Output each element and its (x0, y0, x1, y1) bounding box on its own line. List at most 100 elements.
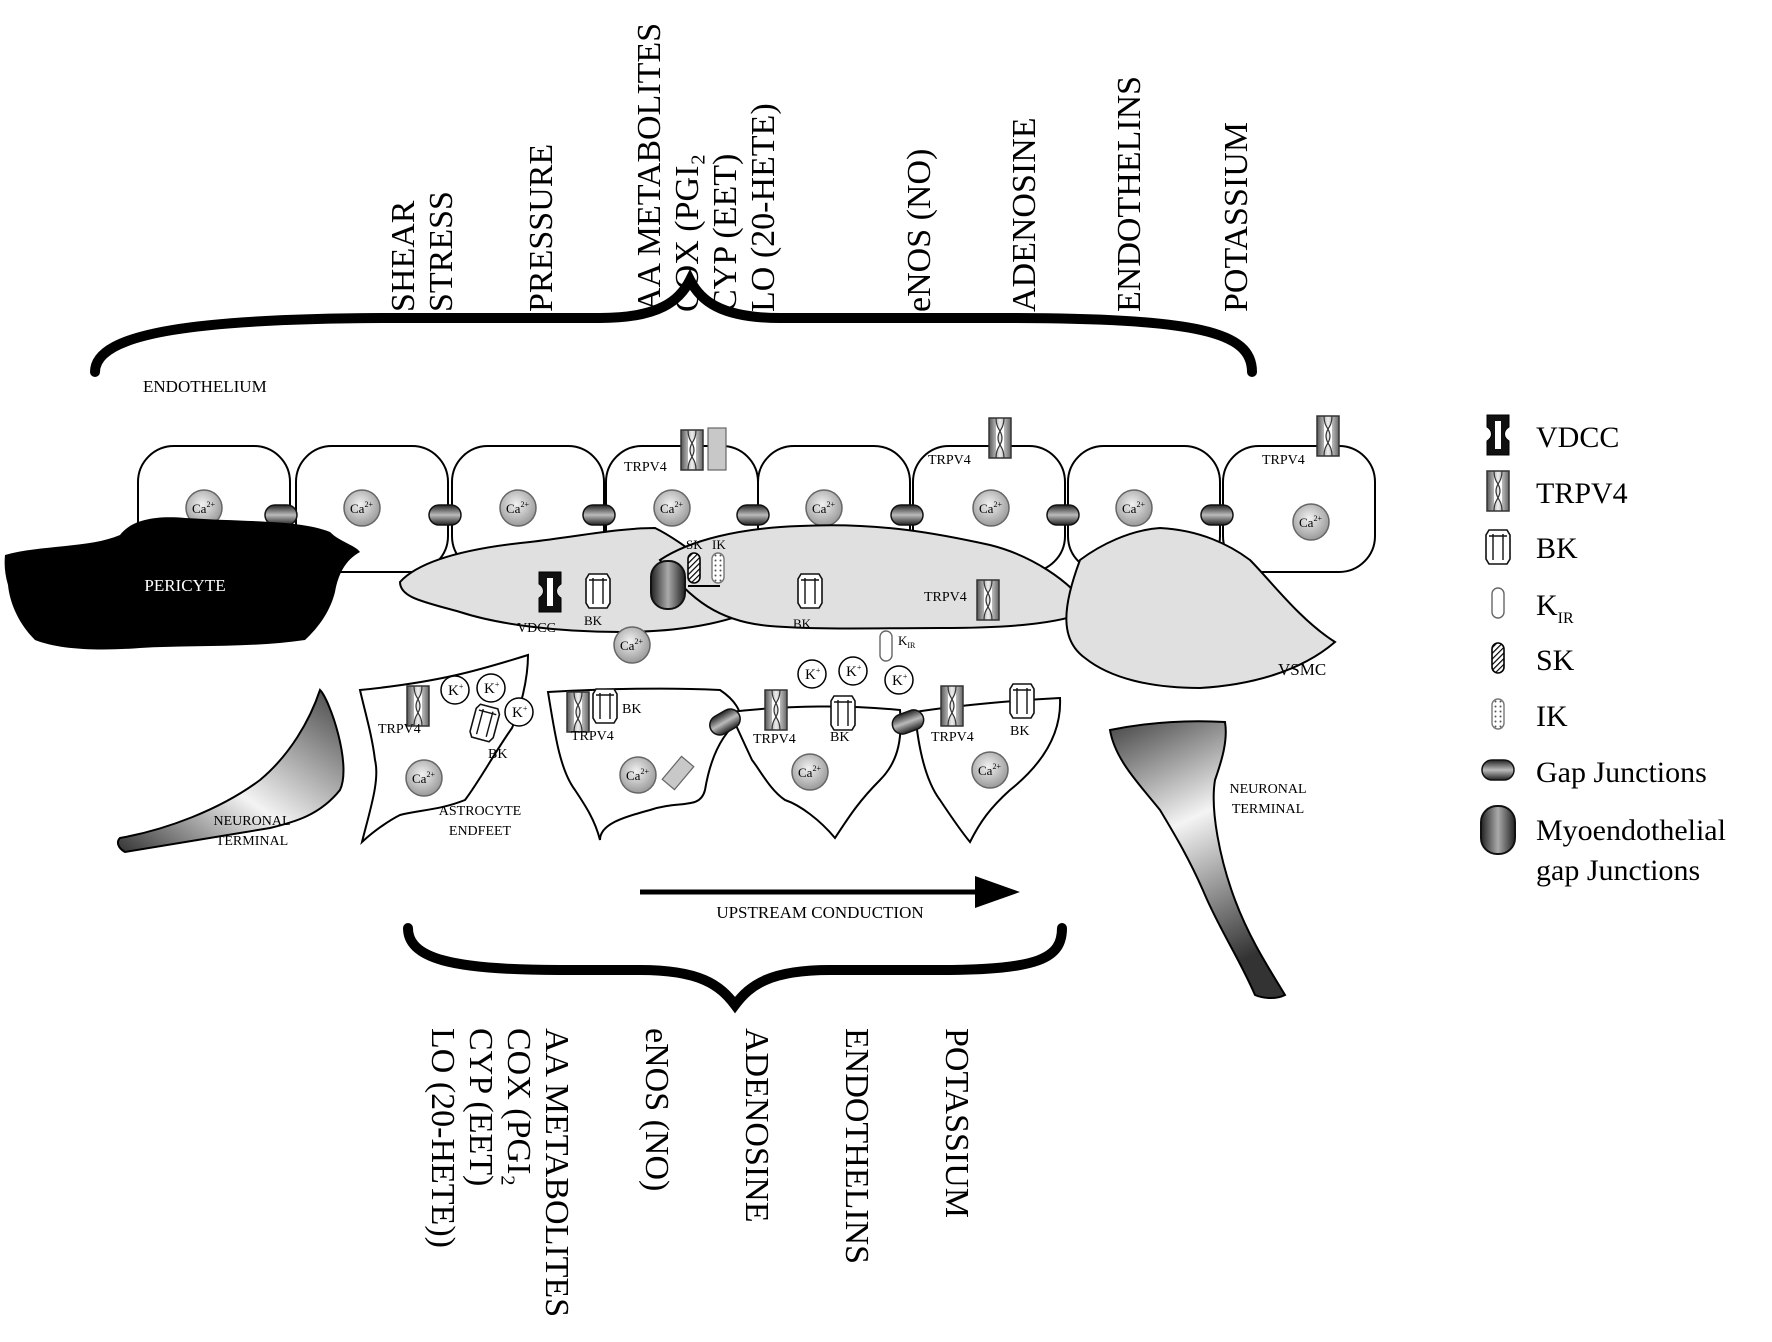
trpv4-icon (764, 689, 788, 731)
bk-label: BK (830, 730, 849, 745)
top-brace (90, 268, 1257, 377)
legend-label: SK (1536, 644, 1575, 677)
top-label: LO (20-HETE) (745, 103, 782, 312)
ik-label: IK (712, 537, 726, 552)
kir-icon (879, 630, 893, 662)
top-label: SHEAR (385, 200, 422, 312)
calcium-label: Ca2+ (798, 764, 821, 780)
neuronal-right-label-2: TERMINAL (1232, 802, 1304, 817)
calcium-label: Ca2+ (978, 762, 1001, 778)
legend-label: BK (1536, 532, 1578, 565)
potassium-ion-group: K+K+K+K+K+K+ (440, 656, 914, 727)
calcium-label: Ca2+ (660, 500, 683, 516)
bk-icon (1009, 683, 1035, 719)
legend-label: Gap Junctions (1536, 756, 1707, 789)
vdcc-legend-icon (1486, 414, 1510, 456)
calcium-label: Ca2+ (350, 500, 373, 516)
bk-icon (585, 573, 611, 609)
trpv4-legend-icon (1486, 470, 1510, 512)
bk-legend-icon (1485, 529, 1511, 565)
bottom-brace (403, 923, 1067, 1014)
trpv4-icon (406, 685, 430, 727)
neuronal-left-label-1: NEURONAL (214, 814, 291, 829)
bottom-label: COX (PGI₂ (500, 1028, 537, 1186)
bk-icon (830, 695, 856, 731)
calcium-label: Ca2+ (506, 500, 529, 516)
vdcc-label: VDCC (517, 621, 556, 636)
calcium-label: Ca2+ (412, 770, 435, 786)
trpv4-icon (566, 691, 590, 733)
sk-legend-icon (1491, 642, 1505, 674)
neuronal-terminal-right (1108, 720, 1287, 999)
top-label: CYP (EET) (707, 154, 744, 312)
bk-label: BK (488, 747, 507, 762)
potassium-ion (504, 697, 534, 727)
gap-junction-icon (736, 504, 770, 526)
legend-label: Myoendothelial (1536, 814, 1726, 847)
upstream-label: UPSTREAM CONDUCTION (716, 903, 923, 922)
gap-junction-icon (428, 504, 462, 526)
top-label: eNOS (NO) (901, 149, 938, 312)
top-label: STRESS (423, 191, 460, 312)
bottom-label: ADENOSINE (738, 1028, 775, 1223)
gap-legend-icon (1481, 759, 1515, 781)
pericyte (4, 517, 360, 650)
trpv4-label: TRPV4 (378, 722, 421, 737)
trpv4-label: TRPV4 (624, 460, 667, 475)
legend-label: VDCC (1536, 421, 1619, 454)
upstream-arrow-head (975, 876, 1020, 908)
calcium-label: Ca2+ (192, 500, 215, 516)
channel-block (707, 427, 727, 471)
calcium-label: Ca2+ (979, 500, 1002, 516)
myoendothelial-gap-junction-icon (650, 560, 686, 610)
pericyte-label: PERICYTE (144, 576, 225, 595)
calcium-label: Ca2+ (626, 767, 649, 783)
trpv4-label: TRPV4 (753, 732, 796, 747)
potassium-label: K+ (846, 663, 862, 680)
bk-label: BK (1010, 724, 1029, 739)
top-label: ADENOSINE (1006, 117, 1043, 312)
trpv4-label: TRPV4 (931, 730, 974, 745)
bk-label: BK (793, 616, 812, 631)
potassium-label: K+ (484, 680, 500, 697)
channel-group: VDCC BK SK IK BK TRPV4 KIR K+K+K+K+K+K+ … (378, 537, 1035, 797)
ik-icon (711, 552, 725, 584)
gap-junction-icon (1200, 504, 1234, 526)
trpv4-icon (680, 429, 704, 471)
trpv4-icon (988, 417, 1012, 459)
legend-label: IK (1536, 700, 1568, 733)
bottom-label: ENDOTHELINS (838, 1028, 875, 1264)
legend-label: KIR (1536, 589, 1574, 627)
potassium-ion (838, 656, 868, 686)
neuronal-terminal-left (116, 688, 345, 854)
kir-legend-icon (1491, 587, 1505, 619)
bottom-label: LO (20-HETE)) (424, 1028, 461, 1248)
potassium-ion (884, 665, 914, 695)
bk-icon (797, 573, 823, 609)
potassium-ion (797, 659, 827, 689)
bottom-label: eNOS (NO) (638, 1028, 675, 1191)
ik-legend-icon (1491, 698, 1505, 730)
astrocyte-label-1: ASTROCYTE (439, 804, 521, 819)
potassium-ion (440, 675, 470, 705)
bottom-label: POTASSIUM (938, 1028, 975, 1218)
neuronal-right-label-1: NEURONAL (1230, 782, 1307, 797)
calcium-label: Ca2+ (812, 500, 835, 516)
trpv4-label: TRPV4 (928, 453, 971, 468)
trpv4-label: TRPV4 (924, 590, 967, 605)
top-label: POTASSIUM (1218, 122, 1255, 312)
trpv4-icon (1316, 415, 1340, 457)
endothelium-label: ENDOTHELIUM (143, 377, 267, 396)
potassium-label: K+ (448, 682, 464, 699)
vsmc-label: VSMC (1278, 660, 1326, 679)
bk-label: BK (622, 702, 641, 717)
gap-junction-icon (582, 504, 616, 526)
calcium-label: Ca2+ (1299, 514, 1322, 530)
legend-label: TRPV4 (1536, 477, 1628, 510)
vsmc-right (1065, 526, 1337, 690)
top-label: AA METABOLITES (631, 23, 668, 312)
